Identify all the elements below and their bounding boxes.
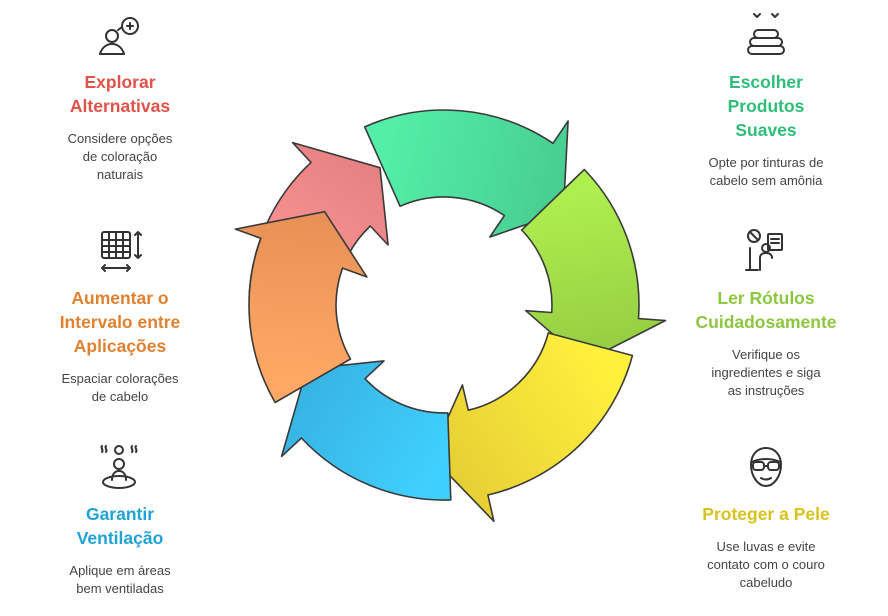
- step-title: Explorar Alternativas: [69, 72, 171, 116]
- step-explorar-alternativas: Explorar Alternativas Considere opções d…: [20, 10, 220, 184]
- face-goggles-icon: [750, 447, 782, 487]
- soft-towels-icon: [747, 13, 785, 55]
- step-title: Aumentar o Intervalo entre Aplicações: [59, 288, 181, 356]
- cycle-arrow-proteger: [430, 332, 634, 523]
- cycle-arrow-ventilacao: [280, 360, 452, 501]
- step-ler-rotulos: Ler Rótulos Cuidadosamente Verifique os …: [656, 226, 876, 400]
- ventilation-person-icon: [100, 445, 138, 489]
- step-proteger-pele: Proteger a Pele Use luvas e evite contat…: [666, 442, 866, 592]
- cycle-arrow-escolher: [363, 109, 569, 238]
- step-title: Ler Rótulos Cuidadosamente: [695, 288, 837, 332]
- cycle-arrow-ler: [520, 168, 667, 363]
- step-description: Use luvas e evite contato com o couro ca…: [707, 539, 825, 590]
- step-aumentar-intervalo: Aumentar o Intervalo entre Aplicações Es…: [10, 226, 230, 406]
- step-title: Escolher Produtos Suaves: [727, 72, 805, 140]
- step-description: Considere opções de coloração naturais: [67, 131, 173, 182]
- reading-label-icon: [745, 229, 783, 271]
- step-garantir-ventilacao: Garantir Ventilação Aplique em áreas bem…: [20, 442, 220, 598]
- step-title: Garantir Ventilação: [76, 504, 164, 548]
- step-description: Espaciar colorações de cabelo: [61, 371, 179, 404]
- person-thinking-icon: [99, 17, 139, 55]
- step-description: Aplique em áreas bem ventiladas: [69, 563, 171, 596]
- step-description: Opte por tinturas de cabelo sem amônia: [708, 155, 824, 188]
- cycle-arrow-intervalo: [234, 210, 368, 404]
- step-escolher-produtos: Escolher Produtos Suaves Opte por tintur…: [666, 10, 866, 190]
- calendar-grid-icon: [101, 231, 142, 272]
- step-description: Verifique os ingredientes e siga as inst…: [711, 347, 821, 398]
- step-title: Proteger a Pele: [702, 504, 830, 524]
